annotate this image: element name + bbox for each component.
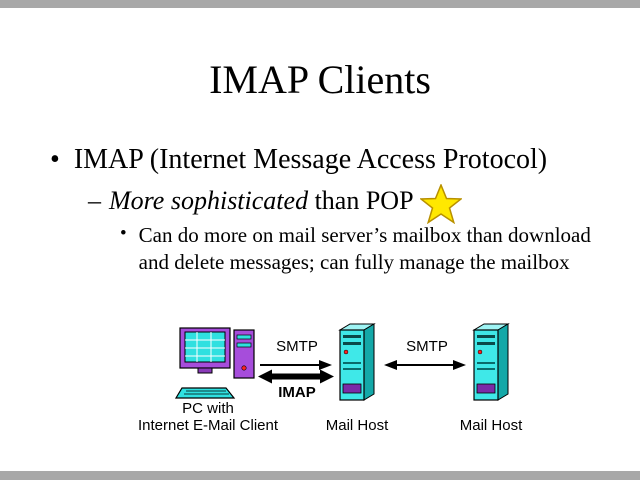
mail-host-left-caption: Mail Host <box>325 417 389 434</box>
pc-computer-icon <box>174 326 262 400</box>
mail-server-icon-left <box>336 322 376 404</box>
bullet-can-do-more-text: Can do more on mail server’s mailbox tha… <box>138 223 591 274</box>
bullet-marker: • <box>50 144 60 175</box>
mail-server-icon-right <box>470 322 510 404</box>
page-title: IMAP Clients <box>209 57 431 102</box>
presentation-slide: IMAP Clients • IMAP (Internet Message Acc… <box>0 8 640 471</box>
bullet-italic-text: More sophisticated <box>109 186 309 215</box>
bullet-more-sophisticated: –More sophisticated than POP <box>88 186 568 216</box>
smtp-left-label: SMTP <box>276 338 318 355</box>
bullet-imap-protocol-text: IMAP (Internet Message Access Protocol) <box>73 144 548 175</box>
smtp-right-label: SMTP <box>406 338 448 355</box>
bullet-marker: • <box>120 223 127 244</box>
smtp-double-arrow-icon <box>384 358 466 370</box>
dash-marker: – <box>88 186 101 215</box>
pc-caption-line2: Internet E-Mail Client <box>137 417 279 434</box>
bullet-imap-protocol: • IMAP (Internet Message Access Protocol) <box>50 144 610 176</box>
imap-double-arrow-icon <box>258 369 334 384</box>
mail-host-right-caption: Mail Host <box>459 417 523 434</box>
smtp-right-arrow-icon <box>260 358 332 370</box>
star-icon <box>418 183 464 225</box>
imap-label: IMAP <box>278 384 316 401</box>
bullet-can-do-more: • Can do more on mail server’s mailbox t… <box>120 222 598 276</box>
pc-caption-line1: PC with <box>182 400 234 417</box>
bullet-rest-text: than POP <box>308 186 414 215</box>
